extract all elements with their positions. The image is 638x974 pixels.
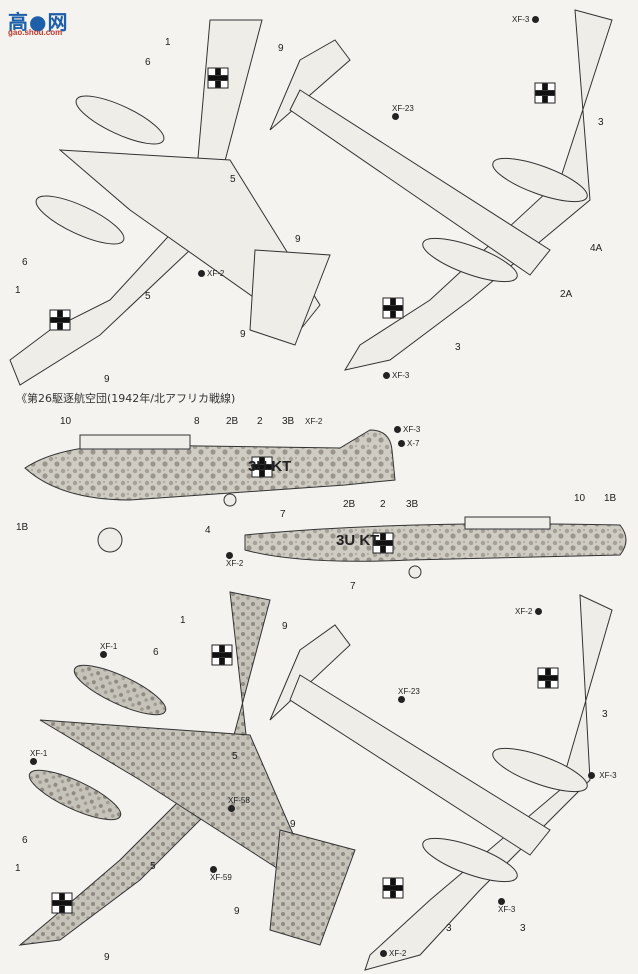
callout-label: 9 xyxy=(295,234,301,245)
callout-label: 9 xyxy=(104,374,110,385)
callout-label: 6 xyxy=(22,257,28,268)
callout-label: 1B xyxy=(16,522,29,533)
paint-code: XF-2 xyxy=(305,417,323,426)
callout-label: 3 xyxy=(602,709,608,720)
plane2-side-left xyxy=(24,429,396,553)
callout-label: 9 xyxy=(240,329,246,340)
callout-label: 1 xyxy=(15,285,21,296)
callout-label: 10 xyxy=(60,416,72,427)
callout-label: 8 xyxy=(194,416,200,427)
callout-label: 5 xyxy=(230,174,236,185)
callout-label: 3B xyxy=(282,416,295,427)
watermark-url: gao.shou.com xyxy=(8,28,63,37)
callout-label: 1B xyxy=(604,493,617,504)
paint-code: XF-3 xyxy=(512,16,541,24)
callout-label: 3 xyxy=(455,342,461,353)
paint-code: XF-1 xyxy=(30,750,47,766)
callout-label: 3 xyxy=(520,923,526,934)
callout-label: 4A xyxy=(590,243,603,254)
callout-label: 1 xyxy=(165,37,171,48)
paint-code: X-7 xyxy=(398,440,419,448)
callout-label: 1 xyxy=(180,615,186,626)
callout-label: 7 xyxy=(280,509,286,520)
plane1-bottom-view xyxy=(269,9,613,371)
callout-label: 1 xyxy=(15,863,21,874)
callout-label: 6 xyxy=(145,57,151,68)
plane1-top-view xyxy=(9,19,331,386)
paint-code: XF-1 xyxy=(100,643,117,659)
callout-label: 9 xyxy=(104,952,110,963)
callout-label: 4 xyxy=(205,525,211,536)
callout-label: 5 xyxy=(145,291,151,302)
callout-label: 2B xyxy=(226,416,239,427)
callout-label: 2 xyxy=(257,416,263,427)
paint-code: XF-59 xyxy=(210,866,232,882)
watermark-title: 高●网 xyxy=(8,10,69,34)
callout-label: 2A xyxy=(560,289,573,300)
paint-code: XF-58 xyxy=(228,797,250,813)
callout-label: 5 xyxy=(150,861,156,872)
plane3-bottom-view xyxy=(269,594,613,971)
plane3-top-view xyxy=(18,591,356,946)
paint-code: XF-2 xyxy=(380,950,406,958)
callout-label: 10 xyxy=(574,493,586,504)
aircraft-code-marking: 3U KT xyxy=(248,458,292,475)
callout-label: 9 xyxy=(282,621,288,632)
paint-code: XF-23 xyxy=(392,105,414,121)
callout-label: 2B xyxy=(343,499,356,510)
paint-code: XF-2 xyxy=(226,552,243,568)
callout-label: 5 xyxy=(232,751,238,762)
callout-label: 3 xyxy=(446,923,452,934)
section-caption: 《第26駆逐航空団(1942年/北アフリカ戦線) xyxy=(16,392,236,405)
paint-code: XF-2 xyxy=(198,270,224,278)
site-watermark: 高●网 gao.shou.com xyxy=(4,4,74,37)
callout-label: 7 xyxy=(350,581,356,592)
paint-code: XF-3 xyxy=(383,372,409,380)
callout-label: 3B xyxy=(406,499,419,510)
paint-code: XF-23 xyxy=(398,688,420,704)
paint-code: XF-3 xyxy=(588,772,617,780)
callout-label: 6 xyxy=(22,835,28,846)
plane2-side-right xyxy=(244,516,627,579)
aircraft-code-marking: 3U KT xyxy=(336,532,380,549)
callout-label: 9 xyxy=(290,819,296,830)
paint-code: XF-3 xyxy=(394,426,420,434)
paint-code: XF-3 xyxy=(498,898,515,914)
callout-label: 2 xyxy=(380,499,386,510)
callout-label: 9 xyxy=(234,906,240,917)
callout-label: 3 xyxy=(598,117,604,128)
callout-label: 9 xyxy=(278,43,284,54)
callout-label: 6 xyxy=(153,647,159,658)
paint-code: XF-2 xyxy=(515,608,544,616)
